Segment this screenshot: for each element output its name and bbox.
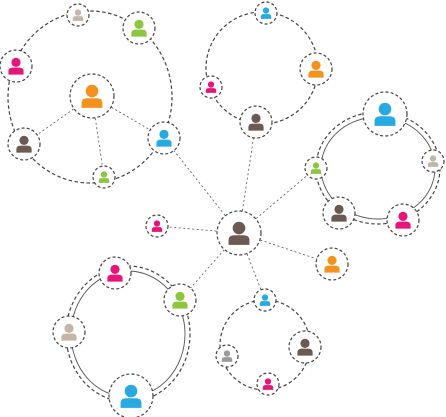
person-node-r-a: [362, 91, 408, 137]
person-node-lone-orange: [315, 247, 349, 281]
person-node-r-e: [386, 203, 420, 237]
person-icon: [98, 171, 110, 183]
person-node-r-d: [322, 196, 356, 230]
person-icon: [205, 81, 217, 93]
person-node-tl-b: [122, 11, 156, 45]
person-node-tc-d: [239, 105, 273, 139]
person-icon: [61, 323, 77, 341]
person-node-tc-a: [254, 1, 278, 25]
person-node-tl-c: [0, 49, 33, 83]
person-node-tl-e: [92, 165, 116, 189]
person-node-tc-c: [299, 52, 333, 86]
connection-links: [23, 95, 333, 301]
person-icon: [262, 378, 274, 390]
person-icon: [395, 211, 411, 229]
person-icon: [172, 291, 188, 309]
person-icon: [297, 338, 313, 356]
person-node-center: [216, 210, 262, 256]
person-icon: [308, 60, 324, 78]
person-icon: [120, 384, 142, 408]
person-node-bl-c: [52, 315, 86, 349]
person-icon: [228, 221, 250, 245]
person-icon: [248, 113, 264, 131]
person-icon: [72, 9, 84, 21]
person-icon: [8, 57, 24, 75]
person-node-bl-a: [98, 256, 132, 290]
person-node-tl-hub: [69, 73, 115, 119]
person-node-r-c: [421, 149, 445, 173]
person-icon: [310, 162, 322, 174]
person-node-tc-b: [199, 75, 223, 99]
person-icon: [81, 84, 103, 108]
person-node-br-d: [256, 372, 280, 396]
person-icon: [156, 129, 172, 147]
person-icon: [374, 102, 396, 126]
person-node-tl-f: [147, 121, 181, 155]
person-icon: [221, 350, 233, 362]
person-icon: [260, 7, 272, 19]
person-icon: [331, 204, 347, 222]
person-node-bl-d: [108, 373, 154, 417]
person-icon: [16, 135, 32, 153]
person-node-br-a: [253, 288, 277, 312]
person-icon: [259, 294, 271, 306]
link-center-lone-orange: [238, 232, 333, 265]
link-center-tl-f: [163, 137, 240, 234]
person-icon: [151, 220, 163, 232]
person-node-br-c: [288, 330, 322, 364]
person-node-bl-b: [163, 283, 197, 317]
person-icon: [107, 264, 123, 282]
person-node-lone-pink: [145, 214, 169, 238]
link-center-br-a: [238, 232, 266, 301]
person-icon: [427, 155, 439, 167]
person-node-tl-a: [66, 3, 90, 27]
person-node-tl-d: [7, 127, 41, 161]
person-node-r-b: [304, 156, 328, 180]
person-icon: [324, 255, 340, 273]
person-node-br-b: [215, 344, 239, 368]
person-icon: [131, 19, 147, 37]
link-center-r-b: [238, 167, 317, 234]
group-top-left-ring: [7, 10, 173, 184]
